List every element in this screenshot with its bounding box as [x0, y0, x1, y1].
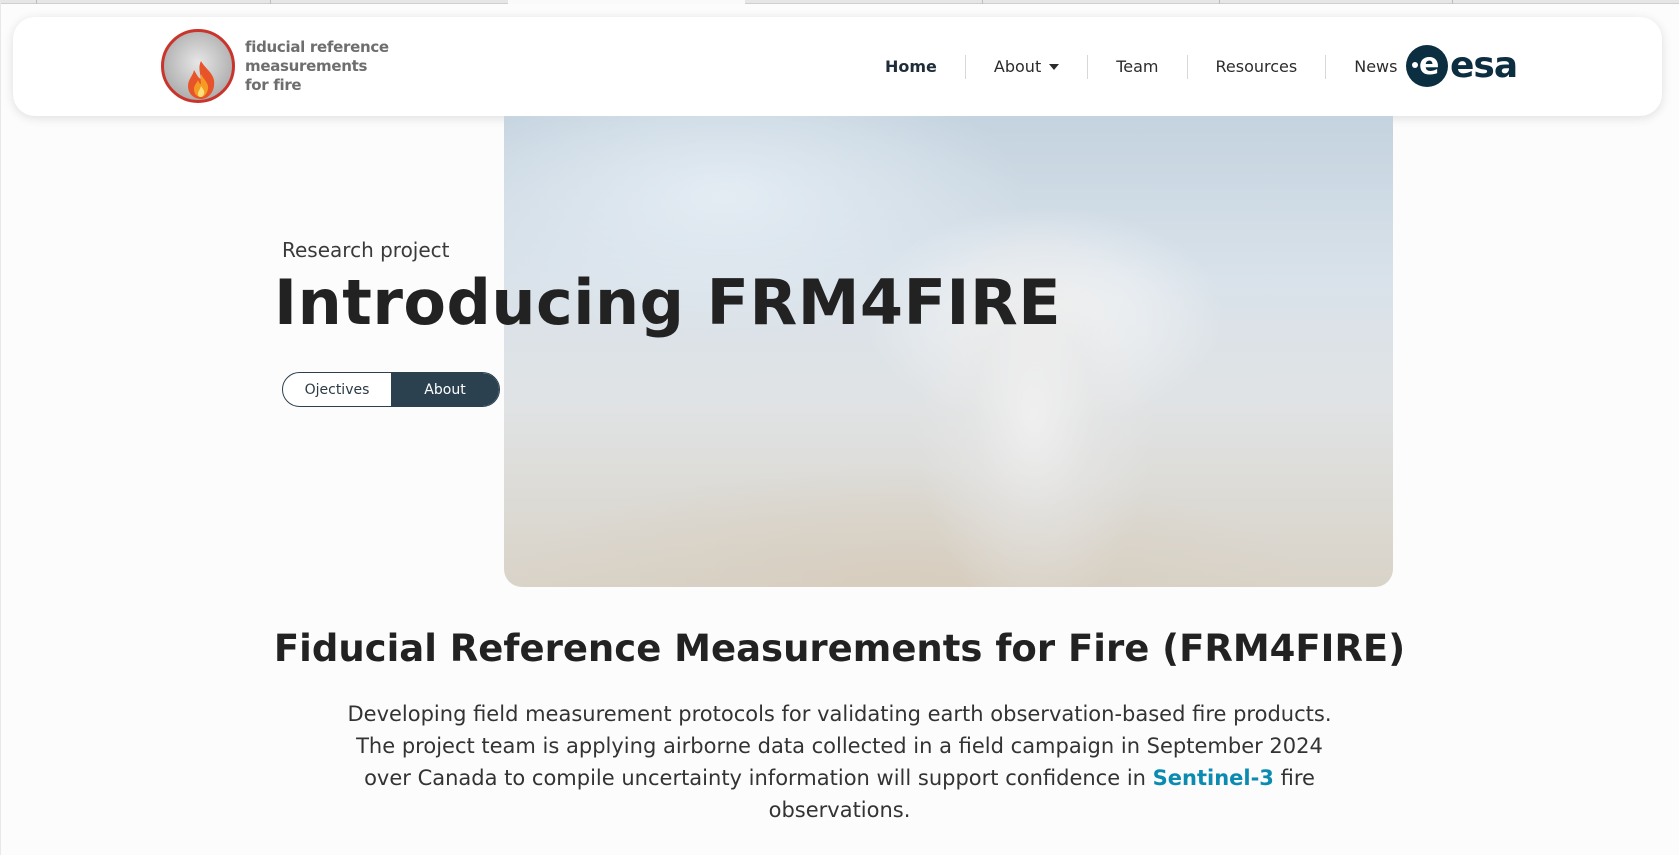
logo-wordmark: fiducial reference measurements for fire	[245, 38, 389, 95]
nav-about-dropdown[interactable]: About	[964, 54, 1087, 79]
toggle-objectives-button[interactable]: Ojectives	[304, 381, 370, 398]
esa-wordmark: esa	[1450, 45, 1518, 86]
nav-home-label: Home	[885, 57, 937, 76]
esa-logo[interactable]: e esa	[1406, 44, 1524, 88]
section-title: Fiducial Reference Measurements for Fire…	[273, 627, 1406, 670]
logo-line: fiducial reference	[245, 37, 389, 56]
section-description: Developing field measurement protocols f…	[330, 698, 1349, 826]
description-text: Developing field measurement protocols f…	[347, 702, 1332, 790]
nav-team[interactable]: Team	[1087, 54, 1186, 79]
tab-separator	[36, 0, 37, 4]
active-tab[interactable]	[508, 0, 745, 4]
frm4fire-logo[interactable]: fiducial reference measurements for fire	[161, 27, 389, 105]
nav-team-label: Team	[1116, 57, 1159, 76]
toggle-about-button[interactable]: About	[391, 373, 499, 406]
tab-separator	[270, 0, 271, 4]
nav-news[interactable]: News	[1325, 54, 1425, 79]
logo-line: for fire	[245, 75, 302, 94]
nav-about-label: About	[993, 57, 1042, 76]
nav-resources[interactable]: Resources	[1186, 54, 1326, 79]
nav-resources-label: Resources	[1215, 57, 1298, 76]
nav-home[interactable]: Home	[857, 55, 965, 79]
logo-line: measurements	[245, 56, 368, 75]
main-nav: Home About Team Resources News	[857, 17, 1425, 116]
tab-separator	[1219, 0, 1220, 4]
fire-logo-icon	[161, 29, 235, 103]
site-header: fiducial reference measurements for fire…	[13, 17, 1662, 116]
sentinel-3-link[interactable]: Sentinel-3	[1152, 766, 1274, 790]
hero-title: Introducing FRM4FIRE	[274, 266, 1062, 339]
tab-separator	[982, 0, 983, 4]
caret-down-icon	[1049, 63, 1060, 70]
hero-smoke-image	[504, 116, 1393, 587]
browser-tab-strip	[0, 0, 1679, 4]
window-edge	[0, 0, 1, 855]
nav-news-label: News	[1354, 57, 1398, 76]
description-text-end: fire observations.	[768, 766, 1315, 822]
hero-eyebrow: Research project	[282, 238, 450, 262]
esa-mark-letter: e	[1419, 47, 1440, 82]
esa-mark-icon: e	[1406, 45, 1448, 87]
tab-separator	[1452, 0, 1453, 4]
hero-toggle: Ojectives About	[282, 372, 500, 407]
flame-icon	[188, 61, 215, 99]
